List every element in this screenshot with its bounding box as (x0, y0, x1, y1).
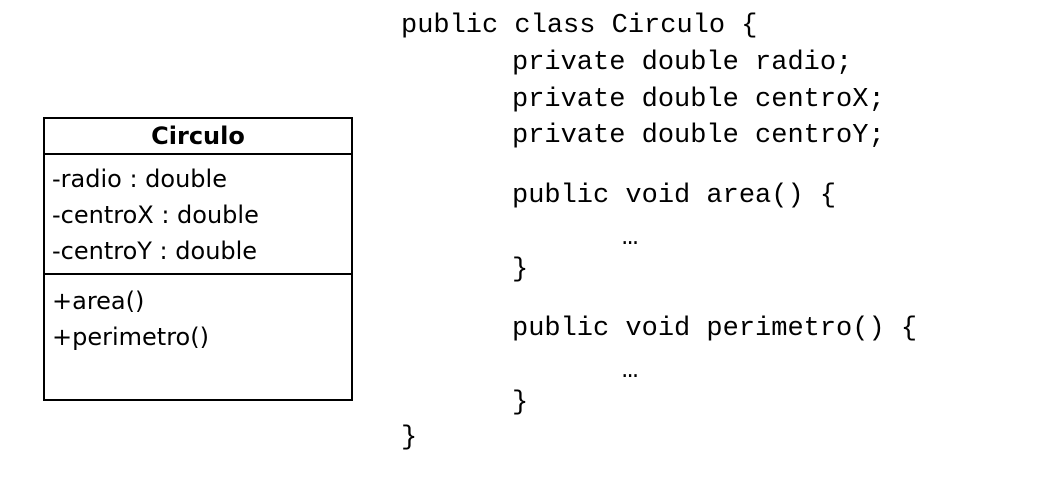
uml-operations-compartment: +area() +perimetro() (45, 275, 351, 355)
method-perimetro-signature: public void perimetro() { (512, 314, 918, 344)
field-centrox: private double centroX; (512, 85, 885, 115)
field-radio: private double radio; (512, 48, 853, 78)
method-perimetro-body: … (622, 356, 639, 386)
method-area-close-brace: } (512, 255, 529, 285)
uml-attribute-centroy: -centroY : double (52, 237, 258, 265)
method-area-body: … (622, 223, 639, 253)
code-listing: public class Circulo { private double ra… (401, 8, 917, 453)
field-centroy: private double centroY; (512, 121, 885, 151)
class-close-brace: } (401, 423, 418, 453)
method-area-signature: public void area() { (512, 181, 837, 211)
uml-operation-perimetro: +perimetro() (52, 323, 209, 351)
uml-class-box: Circulo -radio : double -centroX : doubl… (43, 117, 353, 401)
uml-attributes-compartment: -radio : double -centroX : double -centr… (45, 155, 351, 275)
uml-operation-area: +area() (52, 287, 145, 315)
method-perimetro-close-brace: } (512, 388, 529, 418)
uml-class-name: Circulo (45, 119, 351, 155)
uml-attribute-radio: -radio : double (52, 165, 227, 193)
uml-attribute-centrox: -centroX : double (52, 201, 259, 229)
class-declaration: public class Circulo { (401, 11, 758, 41)
